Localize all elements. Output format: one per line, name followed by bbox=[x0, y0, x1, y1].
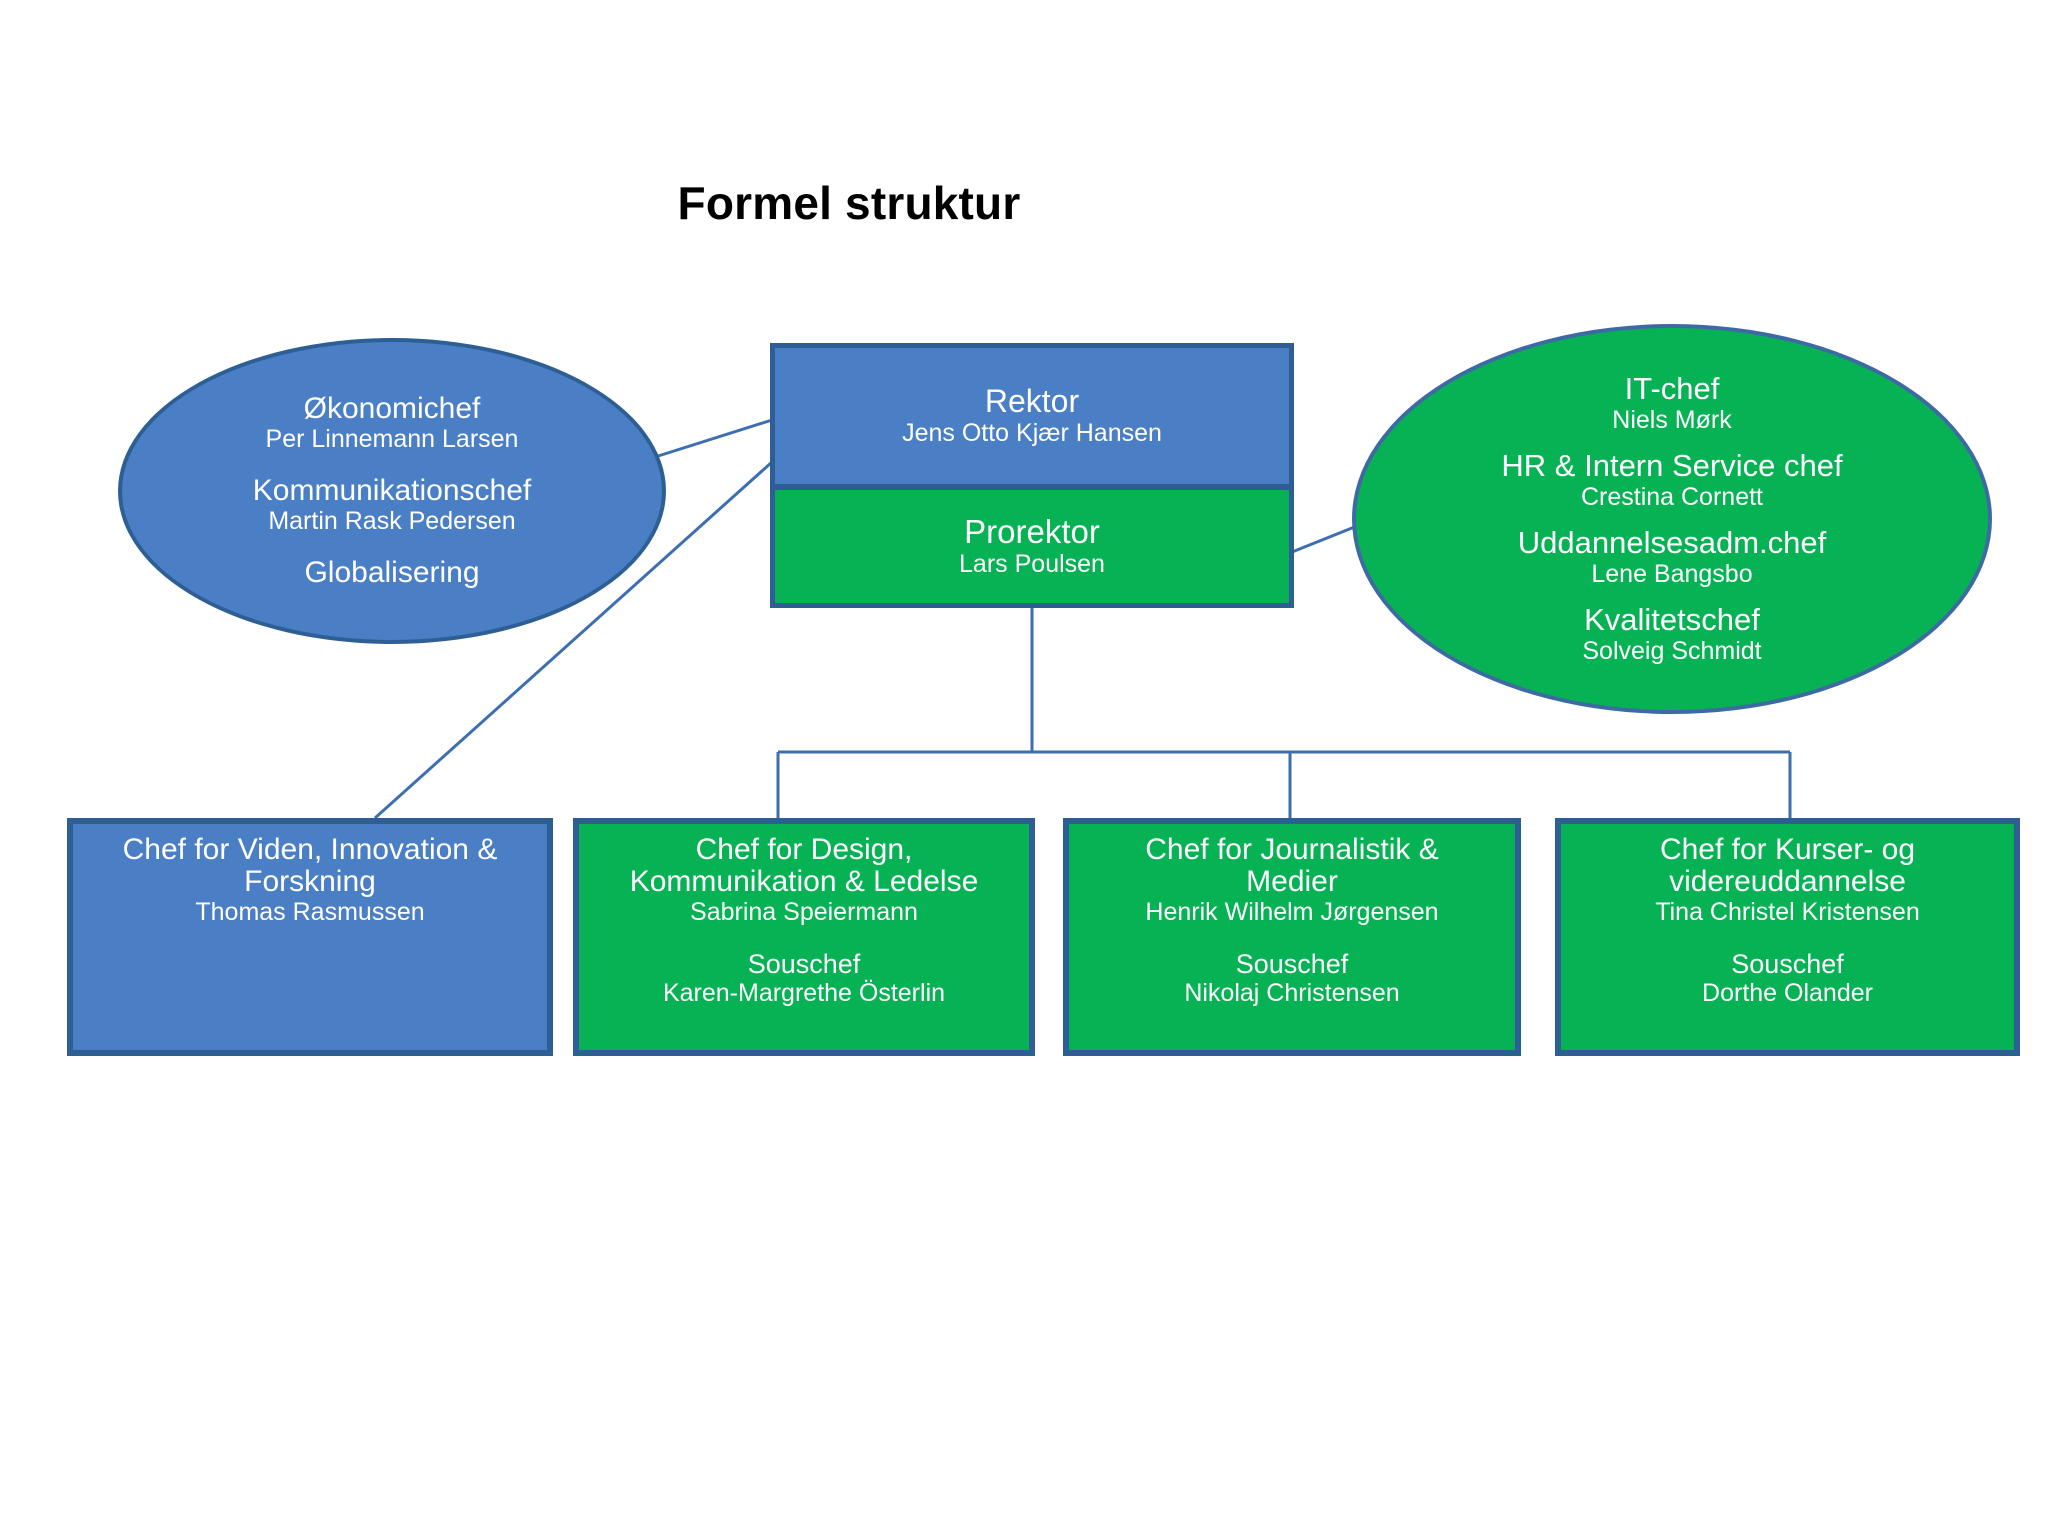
staff-role: Kvalitetschef bbox=[1584, 601, 1760, 637]
department-box-viden-innovation-forskning[interactable]: Chef for Viden, Innovation & Forskning T… bbox=[67, 818, 553, 1056]
staff-role: Uddannelsesadm.chef bbox=[1517, 525, 1827, 560]
department-person: Thomas Rasmussen bbox=[195, 897, 425, 926]
rektor-role: Rektor bbox=[984, 383, 1080, 420]
staff-role: HR & Intern Service chef bbox=[1501, 448, 1843, 484]
staff-entry-hr-intern-service: HR & Intern Service chef Crestina Cornet… bbox=[1501, 448, 1843, 511]
rektor-person: Jens Otto Kjær Hansen bbox=[902, 418, 1162, 447]
page-title: Formel struktur bbox=[677, 177, 1021, 229]
staff-person: Solveig Schmidt bbox=[1582, 636, 1762, 665]
department-box-journalistik-medier[interactable]: Chef for Journalistik & Medier Henrik Wi… bbox=[1063, 818, 1521, 1056]
department-role: Chef for Viden, Innovation & Forskning bbox=[122, 833, 498, 898]
staff-entry-it-chef: IT-chef Niels Mørk bbox=[1612, 371, 1732, 435]
staff-entry-globalisering: Globalisering bbox=[304, 557, 479, 589]
department-role: Chef for Design, Kommunikation & Ledelse bbox=[629, 833, 979, 898]
box-prorektor[interactable]: Prorektor Lars Poulsen bbox=[770, 487, 1294, 608]
department-role: Chef for Kurser- og videreuddannelse bbox=[1659, 833, 1916, 898]
staff-person: Niels Mørk bbox=[1612, 406, 1732, 435]
prorektor-role: Prorektor bbox=[964, 513, 1100, 551]
staff-person: Lene Bangsbo bbox=[1591, 559, 1753, 588]
department-box-kurser-videreuddannelse[interactable]: Chef for Kurser- og videreuddannelse Tin… bbox=[1555, 818, 2020, 1056]
souschef-person: Dorthe Olander bbox=[1702, 979, 1873, 1008]
staff-entry-uddannelsesadm: Uddannelsesadm.chef Lene Bangsbo bbox=[1517, 525, 1827, 588]
souschef-person: Karen-Margrethe Österlin bbox=[662, 979, 946, 1008]
department-person: Tina Christel Kristensen bbox=[1655, 897, 1920, 926]
staff-person: Crestina Cornett bbox=[1580, 483, 1763, 511]
staff-entry-okonomichef: Økonomichef Per Linnemann Larsen bbox=[266, 393, 519, 453]
connector-left-staff bbox=[654, 418, 773, 459]
souschef-block: Souschef Karen-Margrethe Österlin bbox=[662, 948, 946, 1008]
souschef-person: Nikolaj Christensen bbox=[1184, 979, 1400, 1008]
staff-person: Martin Rask Pedersen bbox=[268, 506, 516, 535]
department-box-design-kommunikation-ledelse[interactable]: Chef for Design, Kommunikation & Ledelse… bbox=[573, 818, 1035, 1056]
staff-person: Per Linnemann Larsen bbox=[265, 425, 519, 454]
souschef-role: Souschef bbox=[747, 948, 861, 979]
department-person: Henrik Wilhelm Jørgensen bbox=[1145, 897, 1439, 926]
staff-role: Økonomichef bbox=[303, 392, 481, 426]
department-role: Chef for Journalistik & Medier bbox=[1145, 833, 1439, 898]
staff-role: Kommunikationschef bbox=[252, 474, 532, 508]
souschef-role: Souschef bbox=[1731, 948, 1844, 979]
souschef-role: Souschef bbox=[1235, 948, 1349, 979]
souschef-block: Souschef Dorthe Olander bbox=[1702, 948, 1873, 1008]
department-person: Sabrina Speiermann bbox=[690, 897, 918, 926]
souschef-block: Souschef Nikolaj Christensen bbox=[1184, 948, 1400, 1008]
staff-entry-kommunikationschef: Kommunikationschef Martin Rask Pedersen bbox=[253, 475, 531, 535]
staff-role: IT-chef bbox=[1624, 371, 1720, 407]
staff-ellipse-right[interactable]: IT-chef Niels Mørk HR & Intern Service c… bbox=[1352, 324, 1992, 714]
staff-role: Globalisering bbox=[304, 555, 480, 589]
staff-entry-kvalitetschef: Kvalitetschef Solveig Schmidt bbox=[1582, 601, 1762, 665]
prorektor-person: Lars Poulsen bbox=[959, 549, 1105, 578]
box-rektor[interactable]: Rektor Jens Otto Kjær Hansen bbox=[770, 343, 1294, 487]
staff-ellipse-left[interactable]: Økonomichef Per Linnemann Larsen Kommuni… bbox=[118, 338, 666, 644]
